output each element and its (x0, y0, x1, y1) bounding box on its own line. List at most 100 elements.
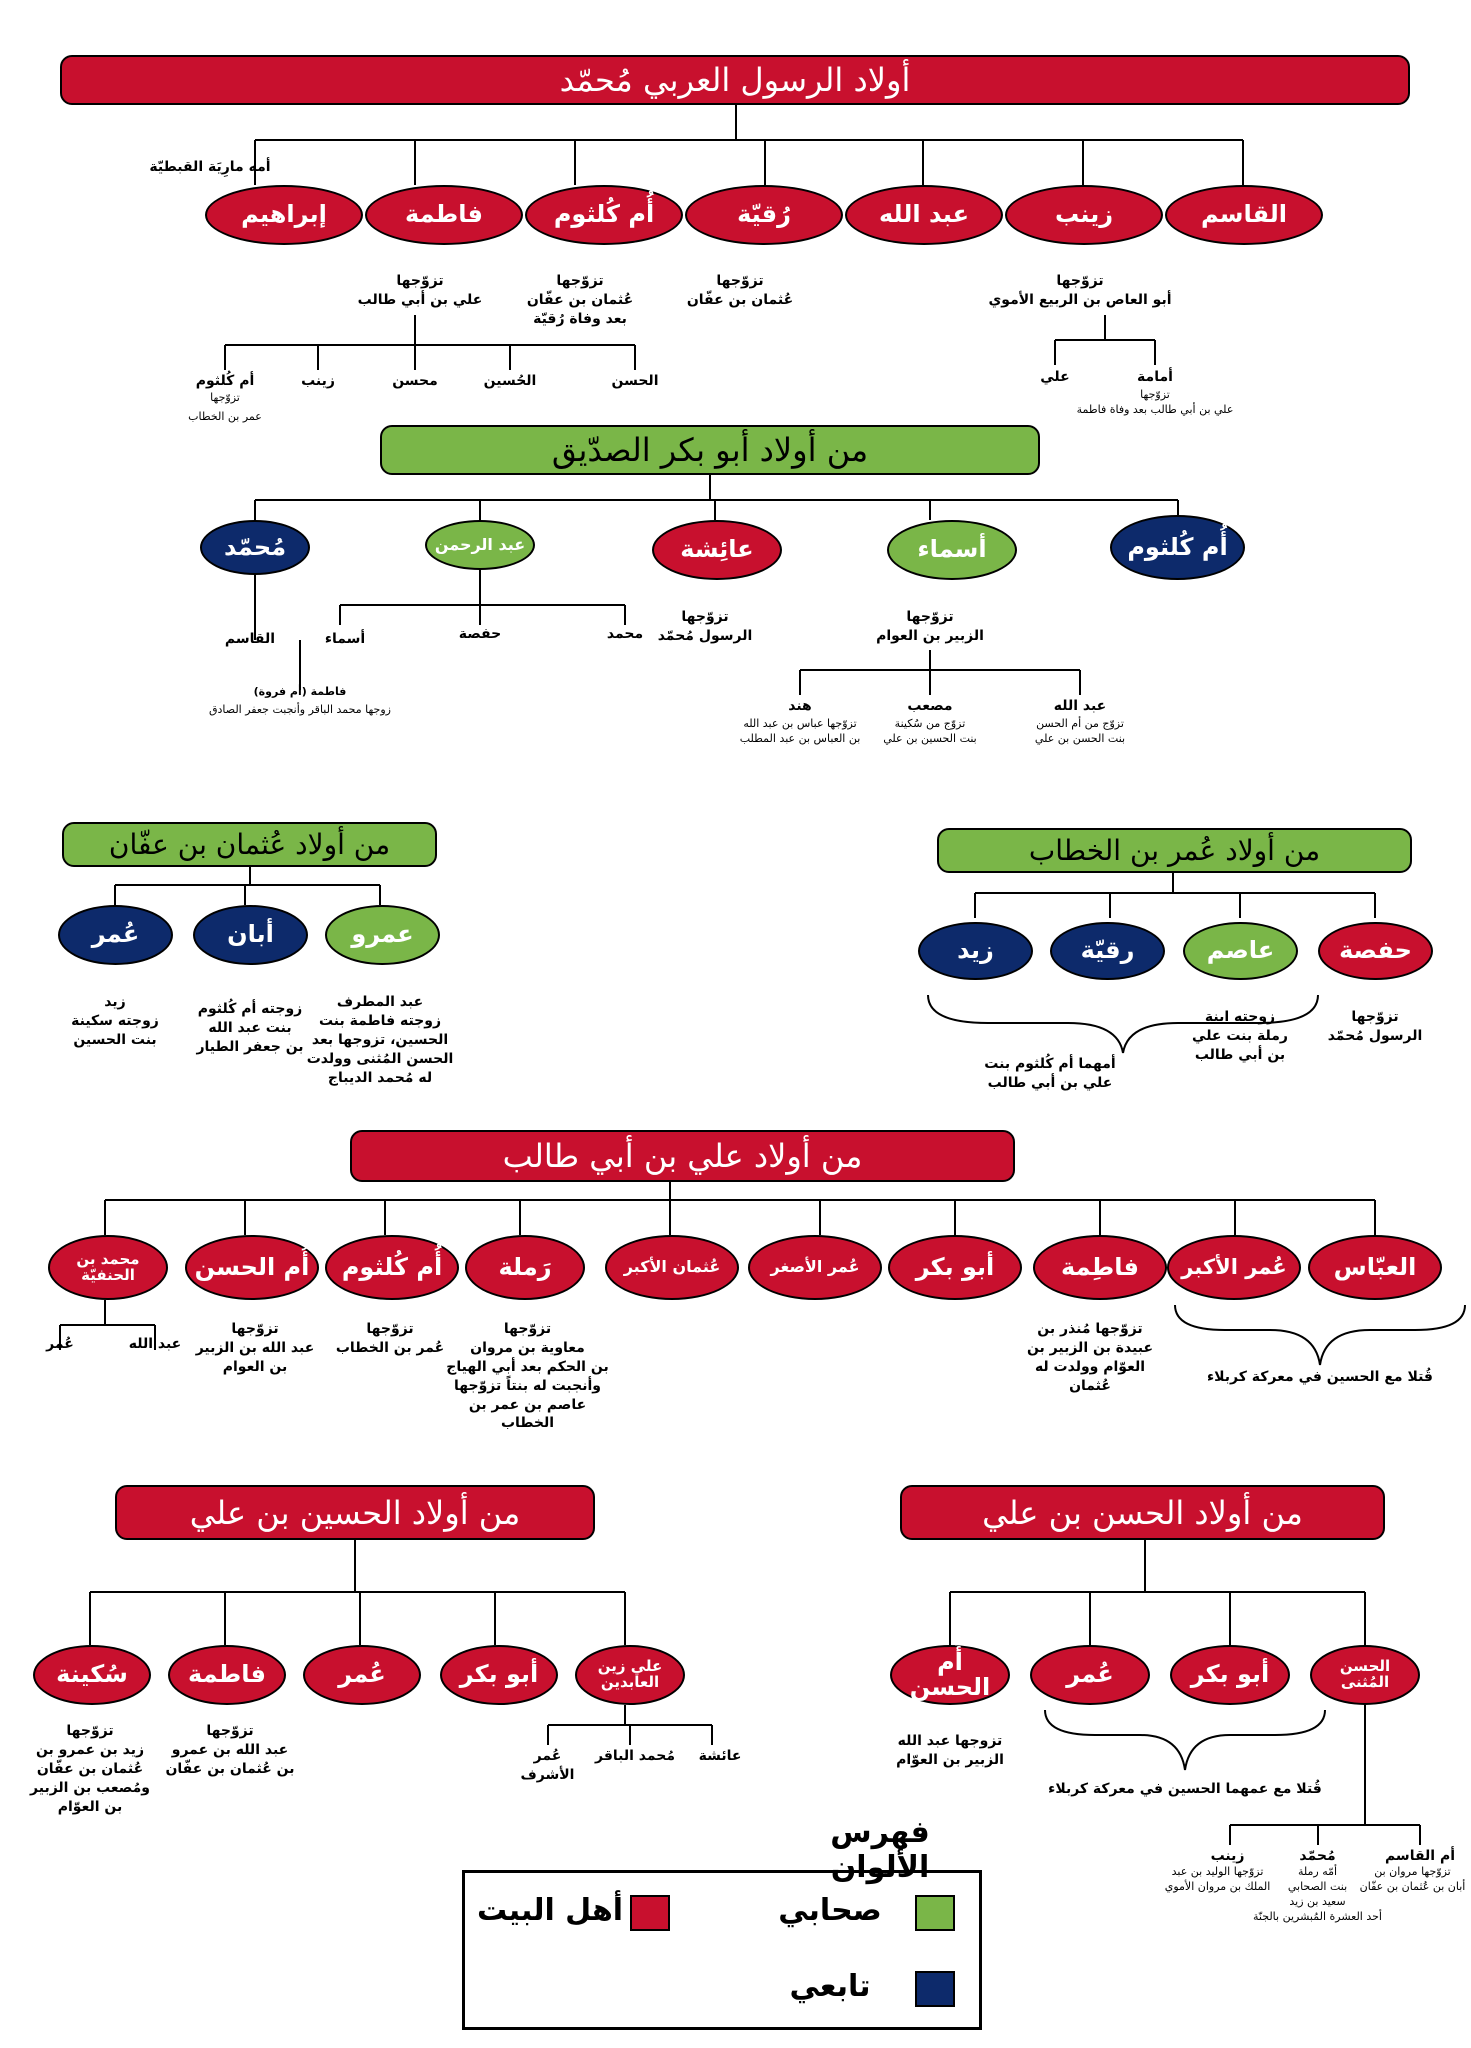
ali-ramla-note: تزوّجها معاوية بن مروان بن الحكم بعد أبي… (446, 1321, 609, 1432)
abubakr-title: من أولاد أبو بكر الصدّيق (380, 425, 1040, 475)
ali-title: من أولاد علي بن أبي طالب (350, 1130, 1015, 1182)
umar-child-asim: عاصم (1183, 922, 1298, 980)
uthman-child-amr: عمرو (325, 905, 440, 965)
muthanna-child-zainab: زينب (1210, 1848, 1245, 1864)
prophet-child-zainab: زينب (1005, 185, 1163, 245)
ali-child-umar-asghar: عُمر الأصغر (748, 1235, 882, 1300)
abubakr-child-aisha: عائِشة (652, 520, 782, 580)
abubakr-child-abdulrahman: عبد الرحمن (425, 520, 535, 570)
zainab-child-ali: علي (1040, 369, 1070, 385)
abdulrahman-child-hafsa: حفصة (458, 626, 502, 642)
ali-fatima-note: تزوّجها مُنذر بن عبيدة بن الزبير بن العو… (1026, 1321, 1154, 1394)
ali-child-umm-hasan: أُم الحسن (185, 1235, 319, 1300)
abubakr-child-umm-kulthum: أُم كُلثوم (1110, 515, 1245, 580)
prophet-title: أولاد الرسول العربي مُحمّد (60, 55, 1410, 105)
zayn-child-baqir: مُحمد الباقر (594, 1748, 675, 1764)
husayn-child-sukayna: سُكينة (33, 1645, 151, 1705)
hanafiya-child-abdullah: عبد الله (128, 1336, 182, 1352)
hasan-child-muthanna: الحسن المُثنى (1310, 1645, 1420, 1705)
zainab-muthanna-note: تزوّجها الوليد بن عبد الملك بن مروان الأ… (1164, 1865, 1271, 1893)
legend-label-sahabi: صحابي (778, 1893, 882, 1928)
prophet-child-umm-kulthum: أُم كُلثوم (525, 185, 683, 245)
muhammad-child-qasim: القاسم (224, 631, 276, 647)
prophet-child-fatima: فاطمة (365, 185, 523, 245)
prophet-child-ruqayya: رُقيّة (685, 185, 843, 245)
ali-child-abubakr: أبو بكر (888, 1235, 1022, 1300)
umar-title: من أولاد عُمر بن الخطاب (937, 828, 1412, 873)
asma-child-abdullah: عبد الله (1053, 698, 1107, 714)
abubakr-child-asma: أسماء (887, 520, 1017, 580)
fatima-child-hasan: الحسن (611, 373, 659, 389)
aisha-note: تزوّجها الرسول مُحمّد (657, 609, 753, 644)
ali-child-umar-akbar: عُمر الأكبر (1167, 1235, 1301, 1300)
legend-swatch-tabii (915, 1971, 955, 2007)
ali-child-abbas: العبّاس (1308, 1235, 1442, 1300)
aban-note: زوجته أم كُلثوم بنت عبد الله بن جعفر الط… (196, 1001, 304, 1055)
ali-umm-kulthum-note: تزوّجها عُمر بن الخطاب (335, 1321, 445, 1356)
fatima-child-umm-kulthum: أم كُلثوم (195, 373, 255, 389)
ali-umm-hasan-note: تزوّجها عبد الله بن الزبير بن العوام (195, 1321, 315, 1375)
hasan-umm-hasan-note: تزوجها عبد الله الزبير بن العوّام (896, 1733, 1004, 1768)
legend-label-tabii: تابعي (789, 1969, 871, 2004)
husayn-title: من أولاد الحسين بن علي (115, 1485, 595, 1540)
hasan-child-abubakr: أبو بكر (1170, 1645, 1290, 1705)
husayn-child-zayn: علي زين العابدين (575, 1645, 685, 1705)
asim-note: زوجته ابنة رملة بنت علي بن أبي طالب (1192, 1009, 1288, 1063)
ali-child-umm-kulthum: أُم كُلثوم (325, 1235, 459, 1300)
umm-qasim-note: تزوّجها مروان بن أبان بن عُثمان بن عفّان (1359, 1865, 1466, 1893)
hanafiya-child-umar: عُمر (46, 1336, 74, 1352)
fatima-child-husayn: الحُسين (483, 373, 537, 389)
prophet-child-abdullah: عبد الله (845, 185, 1003, 245)
umar-child-hafsa: حفصة (1318, 922, 1433, 980)
uthman-child-umar: عُمر (58, 905, 173, 965)
hafsa-note: تزوّجها الرسول مُحمّد (1327, 1009, 1423, 1044)
zayn-child-umar-ashraf: عُمر الأشرف (520, 1748, 575, 1783)
farwa-title: فاطمة (أم فروة) (253, 685, 347, 698)
husayn-sukayna-note: تزوّجها زيد بن عمرو بن عُثمان بن عفّان و… (30, 1723, 150, 1815)
fatima-umm-kulthum-note: تزوّجها (210, 391, 240, 404)
amr-note: عبد المطرف زوجته فاطمة بنت الحسين، تزوجه… (306, 994, 454, 1086)
umar-note: زيد زوجته سكينة بنت الحسين (71, 994, 159, 1048)
umm-kulthum-note: تزوّجها عُثمان بن عفّان بعد وفاة رُقيّة (526, 273, 634, 327)
farwa-note: زوجها محمد الباقر وأنجبت جعفر الصادق (209, 703, 391, 716)
zayn-child-aisha: عائشة (698, 1748, 742, 1764)
fatima-child-zainab: زينب (301, 373, 335, 389)
ali-child-fatima: فاطِمة (1033, 1235, 1167, 1300)
ruqayya-note: تزوّجها عُثمان بن عفّان (686, 273, 794, 308)
hasan-karbala-note: قُتلا مع عمهما الحسين في معركة كربلاء (1048, 1781, 1322, 1797)
ali-child-muhammad-hanafiya: محمد بن الحنفيّة (48, 1235, 168, 1300)
legend-swatch-sahabi (915, 1895, 955, 1931)
asma-child-hind: هند (788, 698, 812, 714)
abubakr-child-muhammad: مُحمّد (200, 520, 310, 575)
uthman-title: من أولاد عُثمان بن عفّان (62, 822, 437, 867)
asma-child-musab: مصعب (907, 698, 953, 714)
muhammad-note: أمّه رملة بنت الصحابي سعيد بن زيد أحد ال… (1253, 1865, 1382, 1923)
legend-swatch-ahl (630, 1895, 670, 1931)
prophet-child-ibrahim: إبراهيم (205, 185, 363, 245)
prophet-child-qasim: القاسم (1165, 185, 1323, 245)
legend-label-ahl: أهل البيت (476, 1893, 624, 1928)
hasan-title: من أولاد الحسن بن علي (900, 1485, 1385, 1540)
husayn-child-fatima: فاطمة (168, 1645, 286, 1705)
hasan-child-umar: عُمر (1030, 1645, 1150, 1705)
legend-box: أهل البيت صحابي تابعي (462, 1870, 982, 2030)
asma-note: تزوّجها الزبير بن العوام (876, 609, 984, 644)
husayn-child-abubakr: أبو بكر (440, 1645, 558, 1705)
musab-note: تزوّج من سُكينة بنت الحسين بن علي (883, 717, 977, 745)
fatima-child-muhsin: محسن (392, 373, 438, 389)
hasan-child-umm-hasan: أُم الحسن (890, 1645, 1010, 1705)
abdulrahman-child-muhammad: محمد (606, 626, 644, 642)
husayn-child-umar: عُمر (303, 1645, 421, 1705)
fatima-umm-kulthum-note2: عمر بن الخطاب (188, 410, 262, 423)
zaid-ruqayya-mother-note: أمهما أم كُلثوم بنت علي بن أبي طالب (984, 1056, 1116, 1091)
zainab-note: تزوّجها أبو العاص بن الربيع الأموي (988, 273, 1172, 308)
hind-note: تزوّجها عباس بن عبد الله بن العباس بن عب… (739, 717, 861, 745)
umar-child-zaid: زيد (918, 922, 1033, 980)
legend-title: فهرس الألوان (830, 1815, 930, 1885)
ali-child-uthman-akbar: عُثمان الأكبر (605, 1235, 739, 1300)
umama-note: تزوّجها علي بن أبي طالب بعد وفاة فاطمة (1076, 388, 1234, 416)
abdullah-note: تزوّج من أم الحسن بنت الحسن بن علي (1034, 717, 1126, 745)
abdulrahman-child-asma: أسماء (324, 631, 366, 647)
zainab-child-umama: أمامة (1137, 369, 1173, 385)
uthman-child-aban: أبان (193, 905, 308, 965)
